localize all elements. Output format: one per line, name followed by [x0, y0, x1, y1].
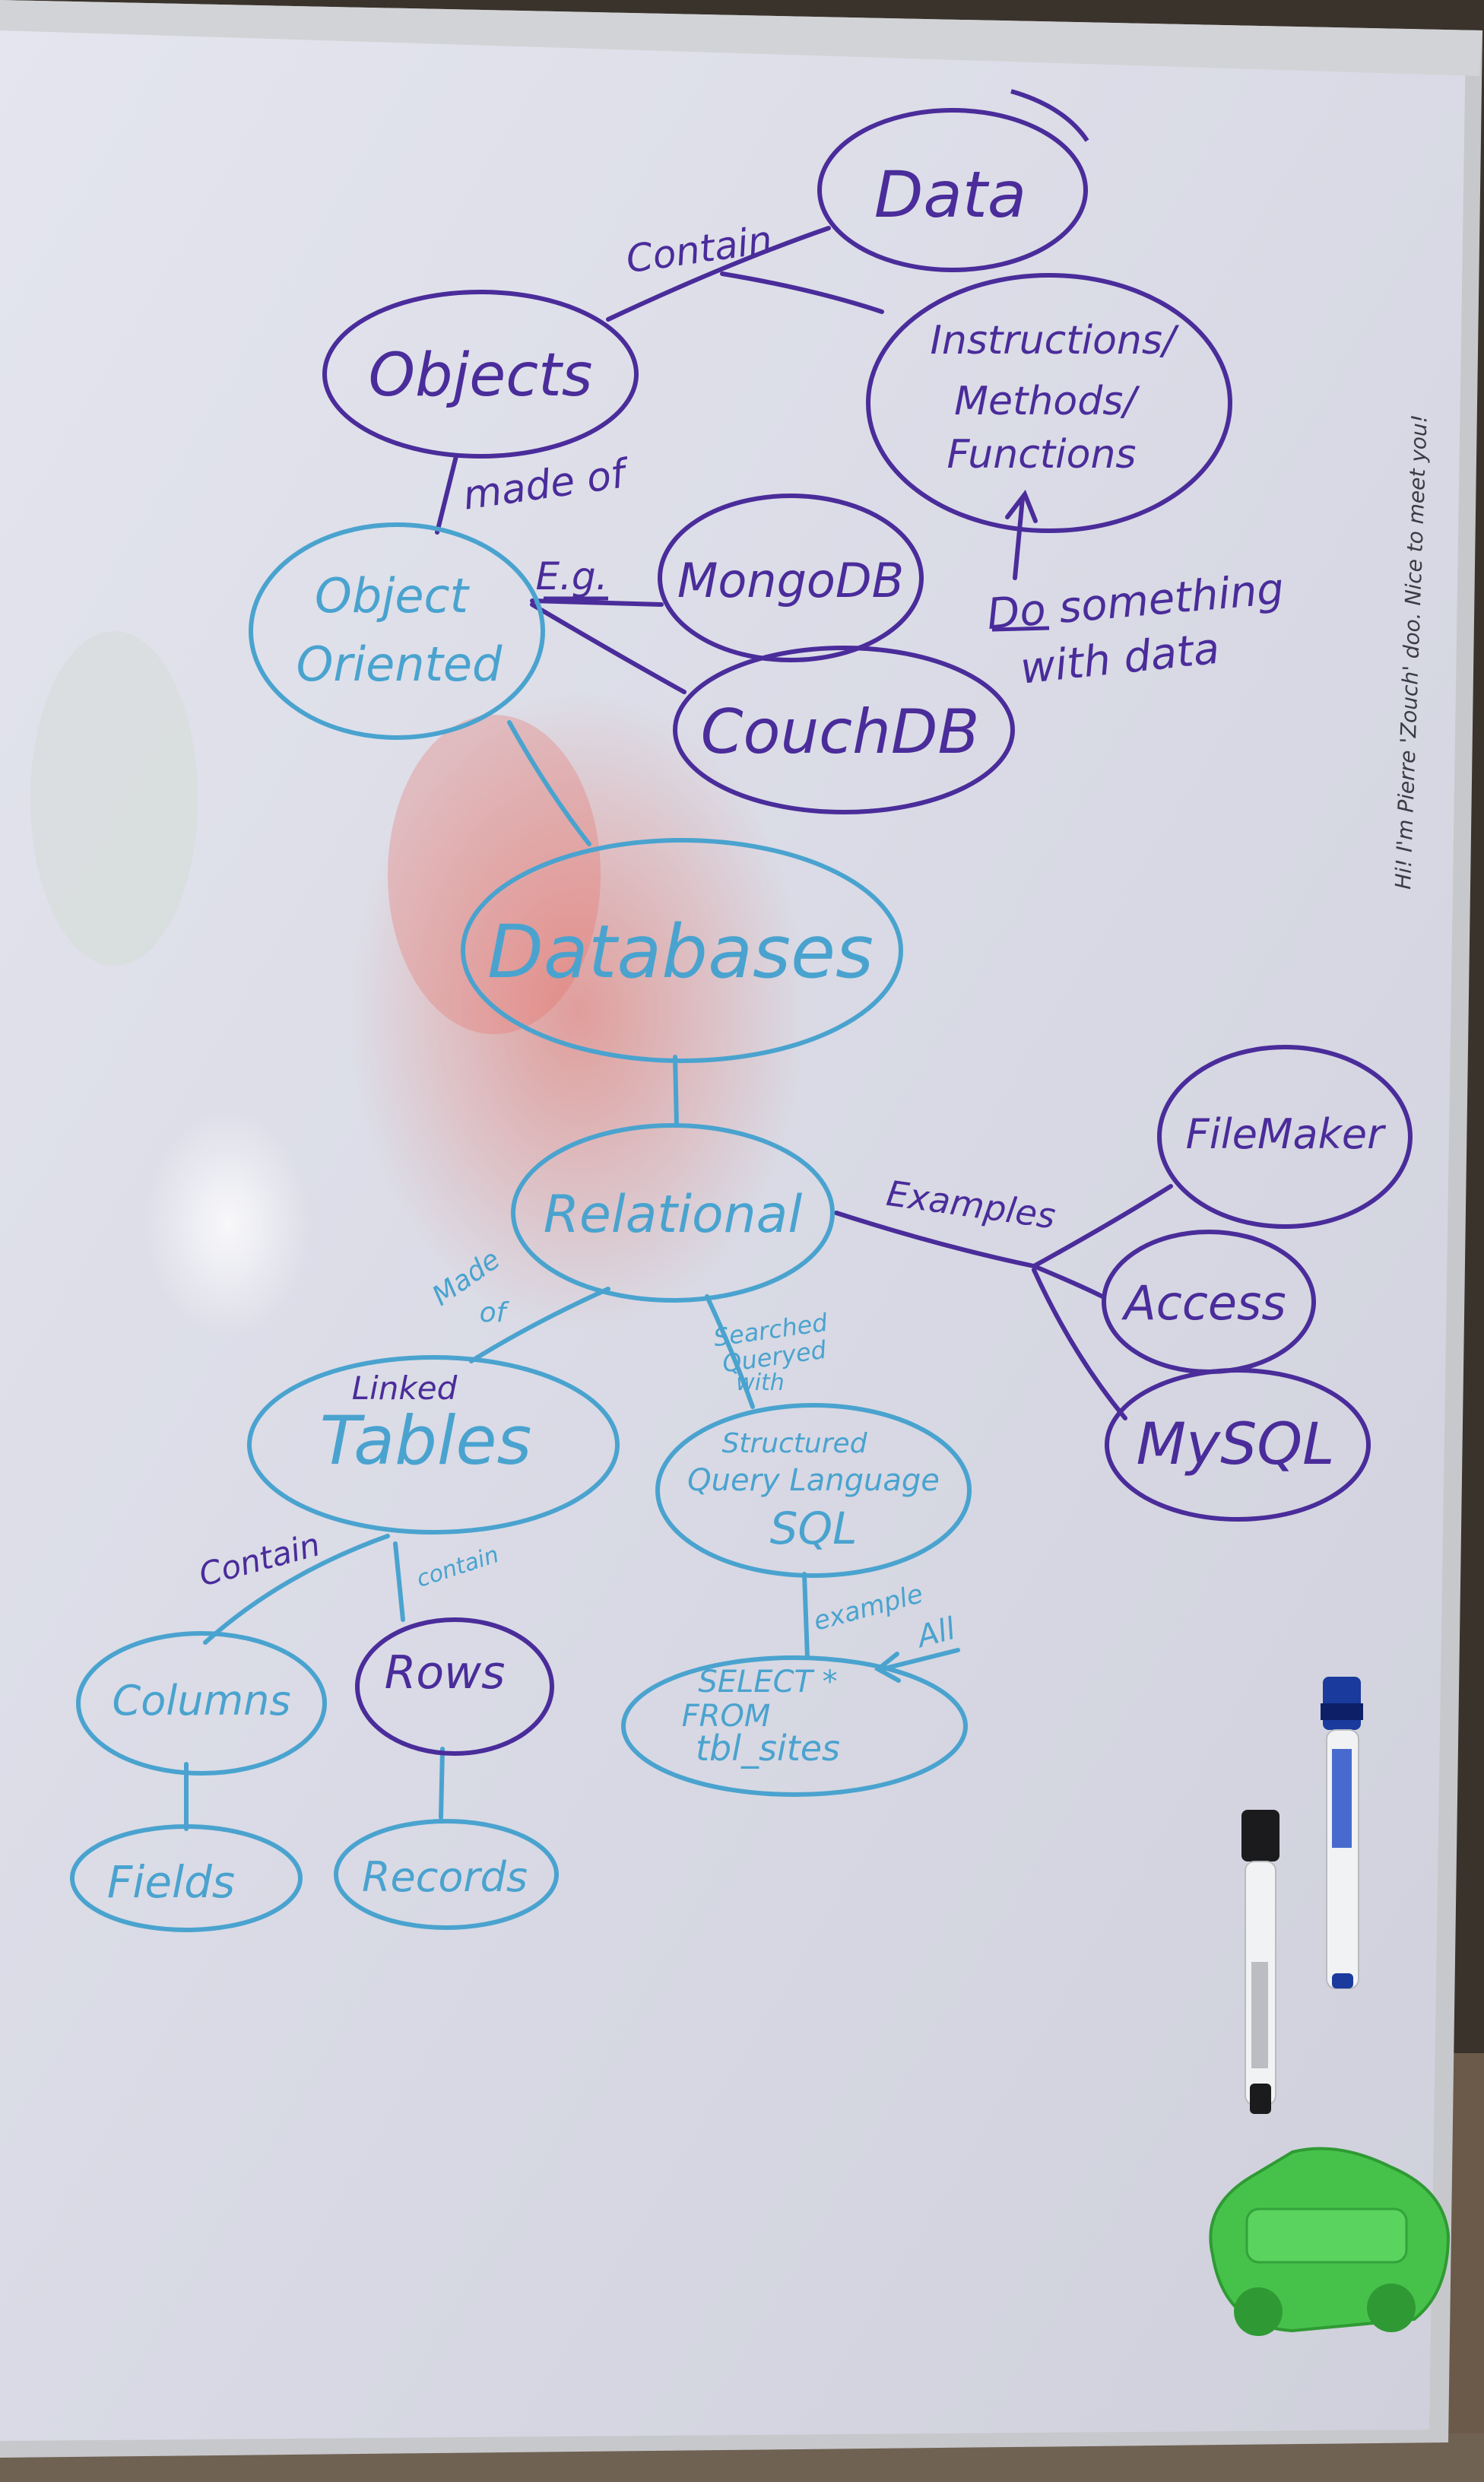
node-mongodb-ellipse	[658, 494, 924, 662]
edge-relational-tables	[469, 1287, 610, 1363]
edge-oo-databases	[507, 720, 591, 846]
blue-marker	[1321, 1677, 1363, 1989]
label-access: Access	[1121, 1275, 1286, 1331]
edge-examples-filemaker	[1032, 1184, 1173, 1268]
node-mysql-ellipse	[1105, 1368, 1371, 1522]
edge-eg-couchdb	[530, 602, 687, 694]
label-instructions-1: Instructions/	[931, 318, 1180, 363]
label-oo-2: Oriented	[296, 636, 503, 692]
node-data-ellipse	[817, 108, 1088, 272]
label-query-1: SELECT *	[698, 1665, 837, 1700]
do-underline	[991, 626, 1050, 632]
node-columns-ellipse	[76, 1631, 327, 1776]
node-sql-ellipse	[655, 1403, 972, 1578]
edge-tables-rows	[393, 1541, 405, 1622]
edge-objects-oo	[435, 454, 458, 535]
node-relational-ellipse	[511, 1123, 835, 1303]
edge-examples-mysql	[1032, 1268, 1127, 1420]
green-eraser	[1209, 2147, 1451, 2336]
label-instructions-2: Methods/	[954, 379, 1140, 424]
label-sql-3: SQL	[770, 1503, 858, 1554]
node-rows-ellipse	[355, 1617, 554, 1756]
label-fields: Fields	[107, 1856, 235, 1908]
label-sql-1: Structured	[721, 1428, 867, 1459]
node-data-tail	[1010, 89, 1089, 142]
edge-rows-records	[439, 1747, 445, 1820]
label-query-2: FROM	[682, 1699, 771, 1734]
edge-label-eg: E.g.	[535, 554, 607, 598]
edge-label-searched-3: with	[736, 1370, 785, 1396]
node-tables-ellipse	[247, 1355, 620, 1535]
edge-databases-relational	[673, 1055, 679, 1128]
node-objects-ellipse	[322, 290, 639, 459]
black-marker	[1241, 1810, 1279, 2114]
label-sql-2: Query Language	[687, 1463, 940, 1498]
label-oo-1: Object	[315, 568, 471, 624]
label-query-3: tbl_sites	[696, 1728, 840, 1769]
label-data: Data	[874, 157, 1027, 232]
label-objects: Objects	[369, 341, 593, 410]
label-columns: Columns	[113, 1677, 291, 1725]
edge-do-instructions	[1013, 496, 1025, 580]
node-databases-ellipse	[461, 838, 903, 1063]
node-fields-ellipse	[70, 1824, 303, 1932]
edge-objects-data	[606, 226, 831, 322]
node-instructions-ellipse	[866, 273, 1232, 533]
label-couchdb: CouchDB	[701, 697, 980, 767]
edge-eg-mongodb	[530, 598, 664, 607]
edge-examples-access	[1032, 1264, 1105, 1299]
label-records: Records	[362, 1853, 528, 1901]
arrow-all	[874, 1648, 960, 1683]
label-relational: Relational	[544, 1185, 803, 1245]
edge-sql-query	[802, 1572, 810, 1660]
label-mysql: MySQL	[1137, 1410, 1335, 1477]
label-databases: Databases	[487, 909, 874, 995]
edge-data-instructions	[720, 271, 884, 314]
label-tables: Tables	[320, 1401, 532, 1480]
arrow-head	[1005, 489, 1038, 523]
node-filemaker-ellipse	[1157, 1045, 1413, 1229]
label-instructions-3: Functions	[947, 432, 1136, 478]
node-couchdb-ellipse	[673, 646, 1015, 814]
node-records-ellipse	[334, 1819, 559, 1930]
edge-label-made-of-2b: of	[480, 1297, 510, 1328]
label-mongodb: MongoDB	[677, 553, 904, 608]
label-rows: Rows	[385, 1646, 506, 1700]
node-oo-ellipse	[249, 522, 545, 740]
edge-tables-columns	[203, 1534, 390, 1645]
edge-relational-sql	[705, 1294, 755, 1409]
edge-relational-examples	[834, 1211, 1036, 1268]
node-query-ellipse	[621, 1655, 968, 1797]
board-reflection	[30, 631, 806, 1338]
label-filemaker: FileMaker	[1186, 1110, 1386, 1158]
label-linked: Linked	[352, 1370, 458, 1407]
